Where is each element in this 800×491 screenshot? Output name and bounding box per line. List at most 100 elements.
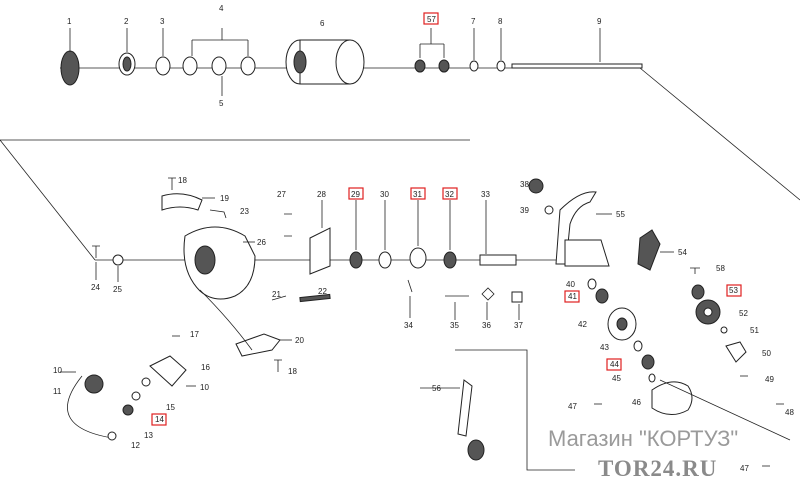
- part-30-collar: [378, 251, 392, 269]
- part-25-collar: [112, 254, 124, 266]
- label-15: 15: [166, 403, 175, 412]
- part-22-bail-spring: [299, 293, 331, 303]
- label-1: 1: [67, 17, 72, 26]
- part-28-plate: [309, 227, 331, 275]
- label-40: 40: [566, 280, 575, 289]
- part-24-screw: [92, 245, 100, 258]
- part-23-line-roller: [209, 209, 227, 219]
- label-26: 26: [257, 238, 266, 247]
- label-10-left: 10: [53, 366, 62, 375]
- label-4: 4: [219, 4, 224, 13]
- label-5: 5: [219, 99, 224, 108]
- part-58-screw: [690, 267, 700, 274]
- part-53-bearing: [691, 284, 705, 300]
- label-47-left: 47: [568, 402, 577, 411]
- label-25: 25: [113, 285, 122, 294]
- part-20-bail-support: [235, 333, 281, 357]
- label-17: 17: [190, 330, 199, 339]
- part-1-drag-knob: [60, 50, 80, 86]
- part-12-bail-wire: [67, 375, 113, 439]
- part-32-bearing: [443, 251, 457, 269]
- part-38-cap: [528, 178, 544, 194]
- label-22: 22: [318, 287, 327, 296]
- label-41: 41: [568, 292, 577, 301]
- part-27-screws: [284, 213, 292, 237]
- part-5-washer: [211, 56, 227, 76]
- label-31: 31: [413, 190, 422, 199]
- label-11: 11: [53, 387, 62, 396]
- part-4-washer-b: [240, 56, 256, 76]
- label-37: 37: [514, 321, 523, 330]
- part-56-handle-arm: [457, 379, 473, 437]
- part-56-handle-frame: [455, 349, 575, 471]
- part-51-collar: [720, 326, 728, 334]
- label-51: 51: [750, 326, 759, 335]
- label-21: 21: [272, 290, 281, 299]
- label-13: 13: [144, 431, 153, 440]
- label-29: 29: [351, 190, 360, 199]
- part-11-bail-holder: [84, 374, 104, 394]
- part-15-washer: [141, 377, 151, 387]
- label-8: 8: [498, 17, 503, 26]
- part-3-washer: [155, 56, 171, 76]
- spool-assembly-row: [60, 28, 800, 201]
- part-21-spring: [271, 295, 287, 301]
- label-57: 57: [427, 15, 436, 24]
- label-54: 54: [678, 248, 687, 257]
- label-47-right: 47: [740, 464, 749, 473]
- label-20: 20: [295, 336, 304, 345]
- part-41-bearing: [595, 288, 609, 304]
- site-watermark: TOR24.RU: [598, 456, 718, 481]
- part-56-handle-knob: [467, 439, 485, 461]
- label-9: 9: [597, 17, 602, 26]
- label-49: 49: [765, 375, 774, 384]
- part-45-collar: [648, 373, 656, 383]
- part-57-bearing-b: [438, 59, 450, 73]
- part-13-collar: [122, 404, 134, 416]
- part-39-screw: [544, 205, 554, 215]
- label-42: 42: [578, 320, 587, 329]
- label-14: 14: [155, 415, 164, 424]
- part-36-stopper-lever: [481, 287, 495, 301]
- label-12: 12: [131, 441, 140, 450]
- part-7-washer: [469, 60, 479, 72]
- part-43-washer: [633, 340, 643, 352]
- label-24: 24: [91, 283, 100, 292]
- label-6: 6: [320, 19, 325, 28]
- label-35: 35: [450, 321, 459, 330]
- label-39: 39: [520, 206, 529, 215]
- label-34: 34: [404, 321, 413, 330]
- label-3: 3: [160, 17, 165, 26]
- highlight-boxes: [151, 12, 742, 426]
- part-12-bail-wire-end: [107, 431, 117, 441]
- part-14-washer: [131, 391, 141, 401]
- part-29-bearing: [349, 251, 363, 269]
- label-55: 55: [616, 210, 625, 219]
- part-labels: 1 2 3 4 5 6 57 7 8 9 18 19 23 26 27 28 2…: [53, 4, 794, 473]
- part-16-arm-lever: [149, 355, 187, 387]
- label-7: 7: [471, 17, 476, 26]
- label-38: 38: [520, 180, 529, 189]
- part-33-pinion-gear: [479, 254, 517, 266]
- label-52: 52: [739, 309, 748, 318]
- label-23: 23: [240, 207, 249, 216]
- part-46-side-cover: [651, 381, 693, 415]
- part-4-washer-a: [182, 56, 198, 76]
- label-2: 2: [124, 17, 129, 26]
- label-56: 56: [432, 384, 441, 393]
- part-54-cover: [637, 229, 661, 271]
- part-44-bearing: [641, 354, 655, 370]
- part-26-rotor: [183, 226, 256, 300]
- body-assembly: [0, 139, 570, 372]
- label-18-bottom: 18: [288, 367, 297, 376]
- part-57-bearing-a: [414, 59, 426, 73]
- label-27: 27: [277, 190, 286, 199]
- label-10-right: 10: [200, 383, 209, 392]
- part-37-stopper-cam: [511, 291, 523, 303]
- part-34-pin: [407, 279, 413, 293]
- label-45: 45: [612, 374, 621, 383]
- label-33: 33: [481, 190, 490, 199]
- gear-assembly: [420, 178, 791, 471]
